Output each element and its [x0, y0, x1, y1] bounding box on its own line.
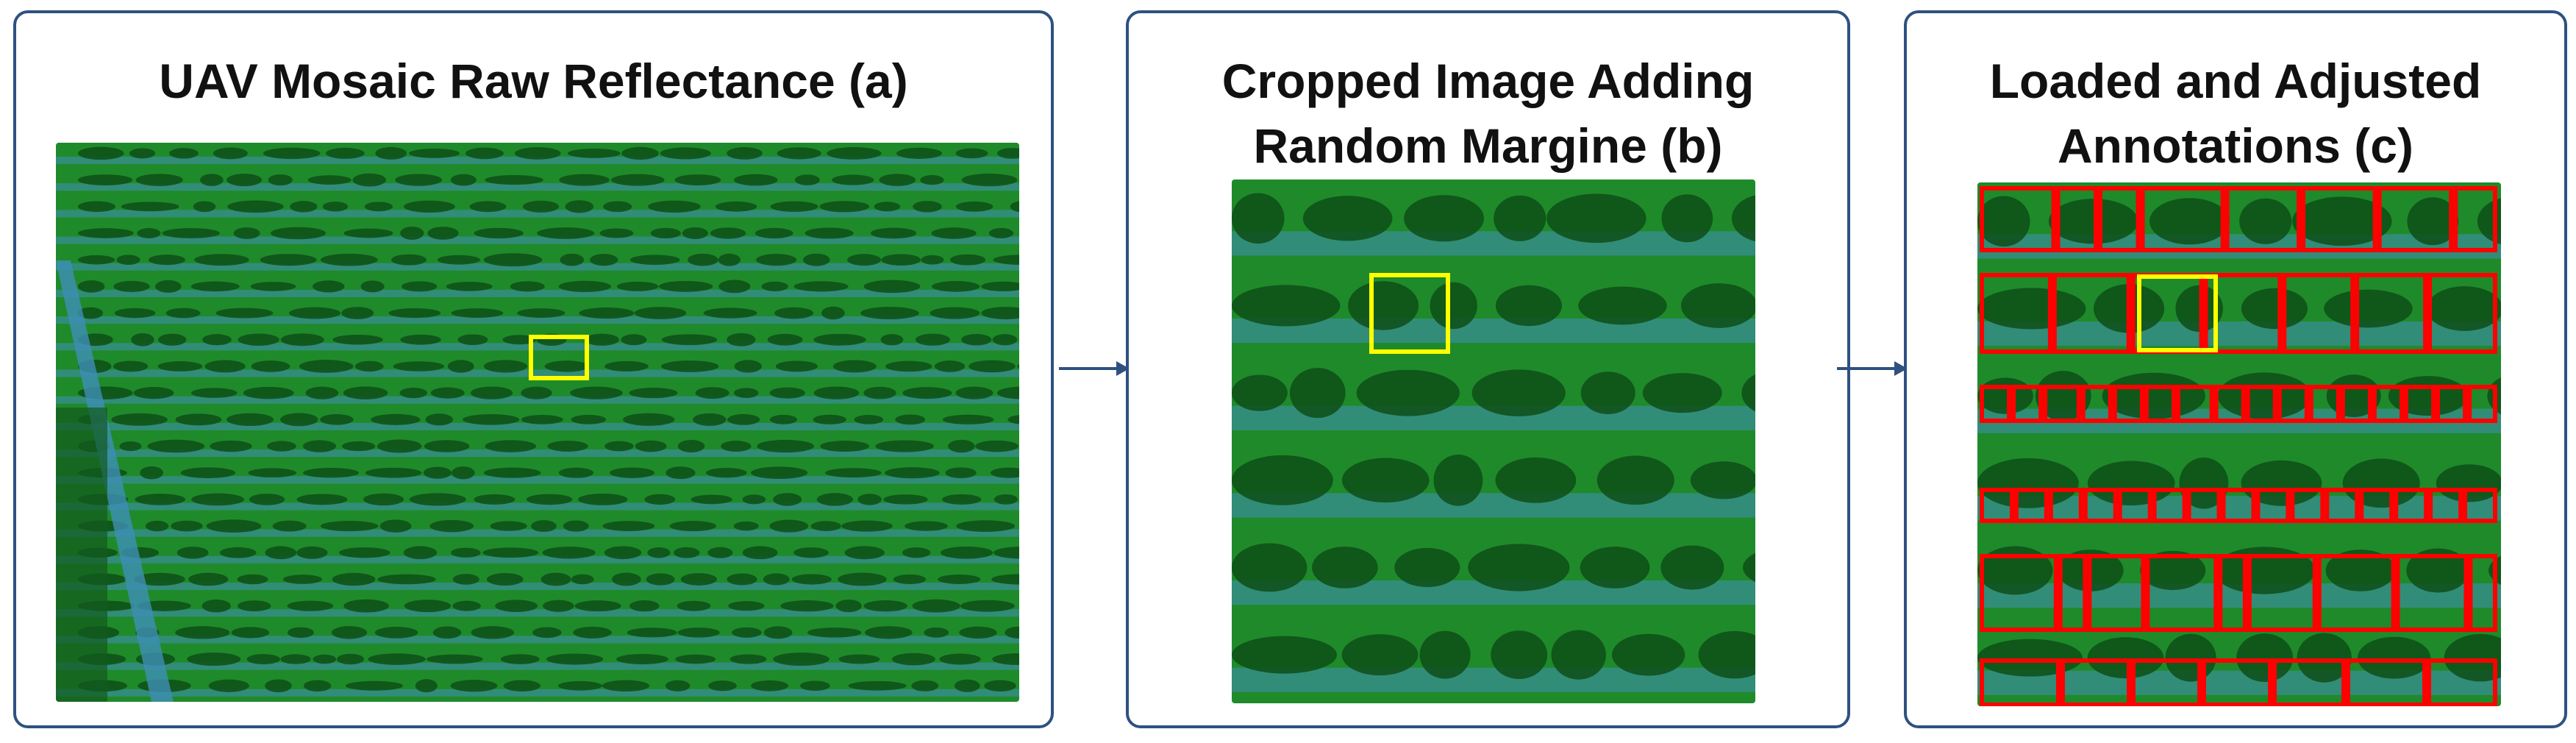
annotation-box	[2377, 186, 2454, 252]
annotation-box	[2340, 385, 2372, 423]
arrow-b-to-c-icon	[1837, 361, 1908, 376]
annotation-box	[2080, 385, 2113, 423]
annotation-box	[2355, 273, 2428, 354]
annotation-box	[2144, 385, 2176, 423]
annotation-box	[2186, 488, 2222, 523]
annotation-box	[2221, 488, 2256, 523]
road-strip	[56, 260, 174, 702]
annotation-box	[2140, 186, 2225, 252]
uav-mosaic-svg	[56, 143, 1019, 702]
annotation-boxes	[1980, 186, 2498, 706]
annotation-box	[2359, 488, 2394, 523]
annotation-box	[2043, 385, 2081, 423]
annotation-box	[2453, 186, 2497, 252]
annotation-box	[2055, 186, 2099, 252]
annotation-box	[2011, 385, 2044, 423]
annotation-box	[2058, 554, 2088, 632]
cropped-image-svg	[1232, 179, 1755, 703]
annotation-box	[2013, 488, 2049, 523]
panel-a-title: UAV Mosaic Raw Reflectance (a)	[159, 54, 908, 108]
annotation-box	[2308, 385, 2341, 423]
arrow-a-to-b-icon	[1059, 361, 1130, 376]
annotation-box	[2112, 385, 2144, 423]
crop-rows	[1232, 193, 1755, 692]
annotation-box	[2394, 488, 2429, 523]
annotation-box	[2098, 186, 2141, 252]
annotation-box	[2468, 554, 2498, 632]
panel-b-title-line-1: Cropped Image Adding	[1221, 54, 1755, 108]
annotation-box	[2061, 658, 2131, 706]
annotation-box	[2427, 273, 2498, 354]
annotation-box	[2346, 658, 2427, 706]
annotation-box	[2463, 488, 2497, 523]
annotation-box	[1980, 186, 2056, 252]
panel-a: UAV Mosaic Raw Reflectance (a)	[13, 10, 1054, 728]
cropped-image	[1232, 179, 1755, 703]
annotation-box	[1980, 658, 2061, 706]
annotation-box	[2272, 658, 2346, 706]
selection-box	[529, 335, 589, 380]
annotation-box	[1980, 488, 2014, 523]
annotation-box	[2202, 658, 2272, 706]
panel-c: Loaded and Adjusted Annotations (c)	[1904, 10, 2567, 728]
annotation-box	[2428, 488, 2463, 523]
annotation-box	[2467, 385, 2497, 423]
annotation-box	[2395, 554, 2469, 632]
annotation-box	[2277, 385, 2309, 423]
annotation-box	[2218, 554, 2247, 632]
panel-c-title-line-2: Annotations (c)	[2058, 118, 2413, 173]
annotation-box	[1980, 385, 2012, 423]
crop-rows	[56, 146, 1019, 697]
annotated-image	[1977, 182, 2501, 706]
annotation-box	[2282, 273, 2355, 354]
annotation-box	[2131, 658, 2202, 706]
panel-c-title-line-1: Loaded and Adjusted	[1989, 54, 2482, 108]
annotation-box	[2325, 488, 2360, 523]
uav-mosaic-image	[56, 143, 1019, 702]
annotation-box	[2087, 554, 2146, 632]
annotation-box	[2427, 658, 2497, 706]
annotation-box	[2083, 488, 2118, 523]
selection-box	[2137, 274, 2218, 352]
annotation-box	[2145, 554, 2219, 632]
annotation-box	[2203, 273, 2283, 354]
panel-b-title-line-2: Random Margine (b)	[1253, 118, 1723, 173]
annotation-box	[2175, 385, 2214, 423]
annotation-box	[2290, 488, 2325, 523]
annotation-box	[2117, 488, 2152, 523]
annotation-box	[2403, 385, 2436, 423]
annotated-image-svg	[1977, 182, 2501, 706]
annotation-box	[2152, 488, 2187, 523]
annotation-box	[2316, 554, 2396, 632]
annotation-box	[2372, 385, 2404, 423]
panel-b: Cropped Image Adding Random Margine (b)	[1126, 10, 1850, 728]
annotation-box	[1980, 273, 2052, 354]
annotation-box	[2245, 385, 2277, 423]
selection-box	[1369, 273, 1450, 354]
annotation-box	[2048, 488, 2083, 523]
annotation-box	[1980, 554, 2058, 632]
annotation-box	[2436, 385, 2468, 423]
annotation-box	[2052, 273, 2131, 354]
annotation-box	[2247, 554, 2317, 632]
annotation-box	[2255, 488, 2291, 523]
annotation-box	[2301, 186, 2377, 252]
annotation-box	[2224, 186, 2302, 252]
tree-cluster	[56, 408, 107, 702]
annotation-box	[2213, 385, 2246, 423]
